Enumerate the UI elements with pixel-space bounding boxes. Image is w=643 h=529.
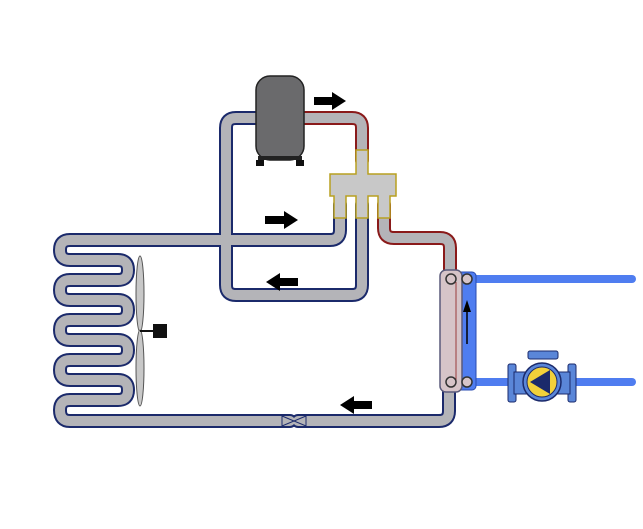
liquid-line-arrow (340, 396, 372, 414)
suction-line-arrow (265, 211, 298, 229)
refrigerant-pipes-fill (55, 113, 455, 426)
compressor-foot-right (296, 160, 304, 166)
valve-return-arrow (266, 273, 298, 291)
evaporator-coil (55, 200, 345, 426)
compressor-icon (255, 75, 305, 166)
pump-icon (507, 350, 577, 403)
liquid-line-pipe (293, 378, 454, 426)
heat-exchanger-icon (439, 269, 473, 393)
exchanger-water-arrow (463, 300, 471, 344)
flow-arrows (265, 92, 471, 414)
discharge-pipe (295, 113, 367, 165)
exchanger-bottom-port-left (445, 376, 457, 388)
exchanger-top-port-right (461, 273, 473, 285)
pump-direction-triangle (530, 370, 550, 394)
four-way-valve-icon (329, 149, 397, 219)
expansion-valve-icon (281, 415, 307, 427)
motor-icon (153, 324, 167, 338)
fan-icon (135, 255, 167, 407)
fan-blade-bottom (135, 329, 145, 407)
compressor-discharge-arrow (314, 92, 346, 110)
fan-blade-top (135, 255, 145, 333)
compressor-foot-left (256, 160, 264, 166)
exchanger-top-port-left (445, 273, 457, 285)
exchanger-bottom-port-right (461, 376, 473, 388)
hot-gas-pipe (379, 200, 455, 283)
suction-loop-pipe (221, 113, 367, 300)
